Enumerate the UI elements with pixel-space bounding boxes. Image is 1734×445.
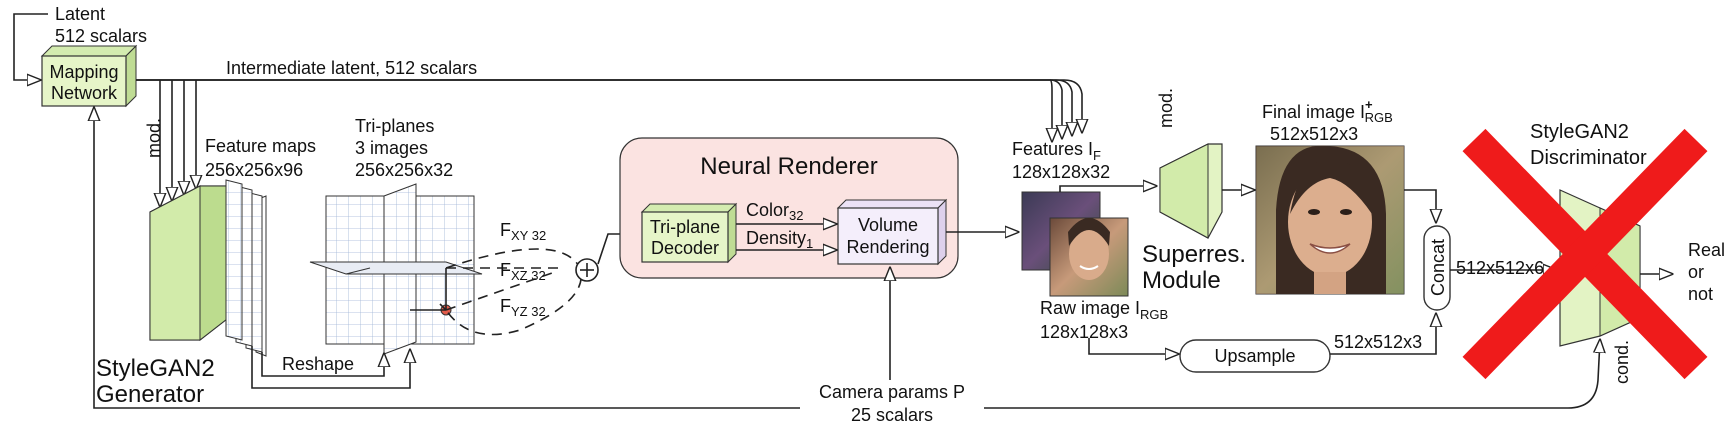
fyz-label: FYZ 32	[500, 296, 546, 319]
output-line3: not	[1688, 284, 1713, 304]
neural-renderer-title: Neural Renderer	[700, 153, 877, 180]
discriminator-removed-cross	[1462, 128, 1708, 380]
upsample-output-label: 512x512x3	[1334, 332, 1422, 352]
neural-renderer-panel: Neural Renderer Tri-plane Decoder Volume…	[619, 137, 959, 279]
mapping-network-line1: Mapping	[49, 62, 118, 82]
volume-line2: Rendering	[846, 237, 929, 257]
triplanes-line3: 256x256x32	[355, 160, 453, 180]
concat-label: Concat	[1428, 239, 1448, 296]
final-image-block	[1255, 145, 1405, 295]
feature-maps-stack	[225, 179, 267, 357]
mapping-network-line2: Network	[51, 83, 118, 103]
raw-face-shape	[1069, 228, 1109, 280]
fxy-label: FXY 32	[500, 220, 546, 243]
decoder-line1: Tri-plane	[650, 217, 720, 237]
latent-input: Latent 512 scalars	[13, 4, 147, 80]
intermediate-latent-label: Intermediate latent, 512 scalars	[226, 58, 477, 78]
intermediate-latent-line	[136, 79, 1062, 138]
latent-label-line1: Latent	[55, 4, 105, 24]
raw-image-line1: Raw image IRGB	[1040, 298, 1168, 322]
mod-label-right: mod.	[1156, 88, 1176, 128]
features-if-line2: 128x128x32	[1012, 162, 1110, 182]
discriminator-line1: StyleGAN2	[1530, 121, 1629, 143]
generator-mod-lines	[160, 80, 196, 206]
final-face-shape	[1288, 168, 1372, 276]
generator-label-line2: Generator	[96, 381, 204, 408]
raw-image-line2: 128x128x3	[1040, 322, 1128, 342]
concat-block: Concat	[1423, 225, 1451, 311]
volume-rendering-box	[837, 207, 939, 265]
features-if-line1: Features IF	[1012, 139, 1101, 163]
triplanes-block	[309, 183, 483, 355]
camera-to-discriminator-arrow	[984, 340, 1600, 409]
triplanes-line1: Tri-planes	[355, 116, 434, 136]
discriminator-line2: Discriminator	[1530, 147, 1647, 169]
final-image-line1: Final image I+RGB	[1262, 97, 1393, 125]
decoder-line2: Decoder	[651, 238, 719, 258]
upsample-block: Upsample	[1179, 339, 1331, 373]
triplane-decoder-box	[641, 211, 729, 263]
volume-line1: Volume	[858, 215, 918, 235]
feature-image-stack	[1021, 191, 1129, 297]
density-label: Density1	[746, 228, 813, 251]
reshape-arrow	[261, 352, 384, 377]
stylegan2-generator-block	[149, 185, 237, 342]
mod-label-left: mod.	[144, 118, 164, 158]
camera-line1: Camera params P	[819, 382, 965, 402]
camera-line2: 25 scalars	[851, 405, 933, 425]
final-image-line2: 512x512x3	[1270, 124, 1358, 144]
upsample-button	[1179, 339, 1331, 373]
superres-line1: Superres.	[1142, 241, 1246, 268]
latent-label-line2: 512 scalars	[55, 26, 147, 46]
concat-output-label: 512x512x6	[1456, 258, 1544, 278]
fxz-label: FXZ 32	[500, 260, 546, 283]
generator-label-line1: StyleGAN2	[96, 355, 215, 382]
feature-maps-line1: Feature maps	[205, 136, 316, 156]
sum-node	[575, 258, 599, 282]
output-line2: or	[1688, 262, 1704, 282]
mapping-network-box: Mapping Network	[40, 44, 138, 108]
superres-module-block	[1159, 143, 1223, 239]
upsample-label: Upsample	[1214, 346, 1295, 366]
color-label: Color32	[746, 200, 803, 223]
camera-to-mapping-arrow	[94, 108, 800, 409]
sampling-ellipse	[445, 248, 582, 336]
cond-label: cond.	[1612, 340, 1632, 384]
reshape-label: Reshape	[282, 354, 354, 374]
feature-maps-line2: 256x256x96	[205, 160, 303, 180]
superres-line2: Module	[1142, 267, 1221, 294]
output-line1: Real	[1688, 240, 1725, 260]
triplanes-line2: 3 images	[355, 138, 428, 158]
